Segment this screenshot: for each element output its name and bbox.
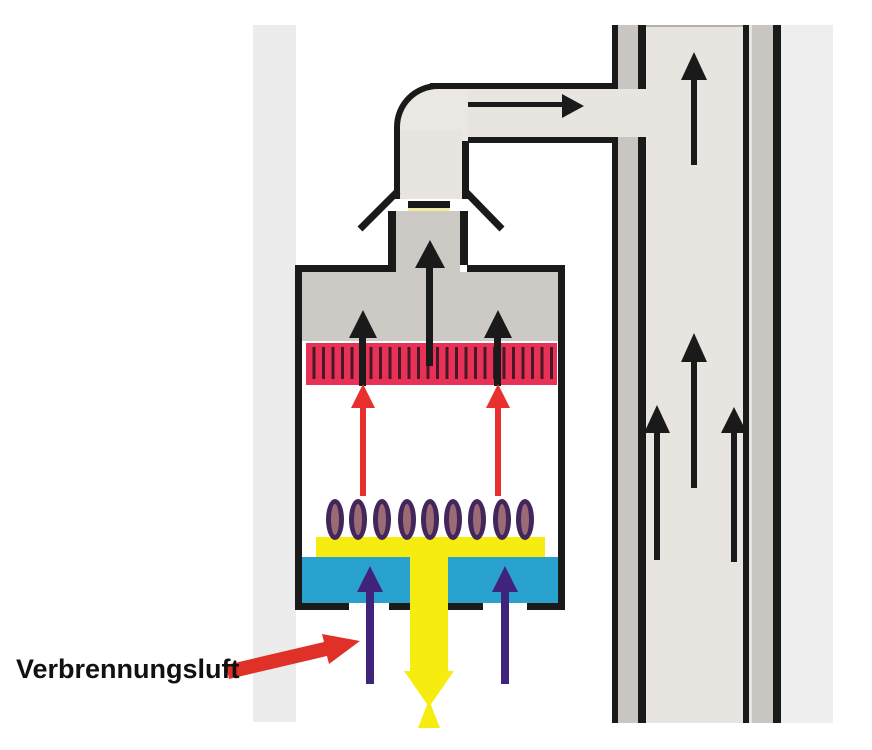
flue-collar-left-wall xyxy=(388,211,396,265)
boiler-hood-interior xyxy=(302,272,558,341)
flame-icon xyxy=(468,499,486,540)
shaft-left-wall xyxy=(618,25,638,723)
shaft-right-gap xyxy=(749,25,752,723)
left-wall-band xyxy=(253,25,296,722)
shaft-channel-top-line xyxy=(646,25,743,27)
flue-duct-interior xyxy=(440,89,646,137)
boiler-top-border-right xyxy=(467,265,565,272)
flame-icon xyxy=(373,499,391,540)
draft-hood-flare-right xyxy=(462,188,505,232)
combustion-air-label: Verbrennungsluft xyxy=(16,654,240,684)
flame-icon xyxy=(326,499,344,540)
flame-icon xyxy=(444,499,462,540)
flue-pipe-left-wall xyxy=(394,135,400,199)
baffle-yellow-line xyxy=(408,208,450,212)
hot-gas-arrow-left-icon xyxy=(351,384,375,496)
flame-icon xyxy=(493,499,511,540)
boiler-top-border-left xyxy=(295,265,396,272)
flue-collar-interior xyxy=(396,211,460,272)
flue-pipe-right-wall xyxy=(462,143,469,199)
right-wall-band xyxy=(781,25,833,723)
shaft-inner-right-line xyxy=(743,25,749,723)
flue-collar-right-wall xyxy=(460,211,468,265)
shaft-outer-right-line xyxy=(773,25,781,723)
boiler-right-wall xyxy=(558,265,565,610)
flame-icon xyxy=(349,499,367,540)
flue-duct-top-border xyxy=(430,83,617,89)
gas-supply-arrow-icon xyxy=(404,671,454,728)
boiler-bottom-border-2 xyxy=(389,603,411,610)
flame-icon xyxy=(516,499,534,540)
shaft-inner-left-line xyxy=(638,25,646,723)
draft-hood-baffle xyxy=(408,201,450,208)
hot-gas-arrow-right-icon xyxy=(486,384,510,496)
flue-pipe-interior xyxy=(400,130,462,199)
shaft-right-wall xyxy=(752,25,773,723)
boiler-bottom-border-3 xyxy=(447,603,483,610)
flame-icon xyxy=(421,499,439,540)
flue-duct-bottom-border xyxy=(462,137,617,143)
flame-icon xyxy=(398,499,416,540)
boiler-bottom-border-1 xyxy=(295,603,349,610)
shaft-flue-channel xyxy=(646,27,743,723)
boiler-left-wall xyxy=(295,265,302,610)
boiler-bottom-border-4 xyxy=(527,603,565,610)
heat-exchanger-fins xyxy=(306,347,557,379)
gas-supply-pipe xyxy=(410,537,448,673)
shaft-outer-left-line xyxy=(612,25,618,723)
